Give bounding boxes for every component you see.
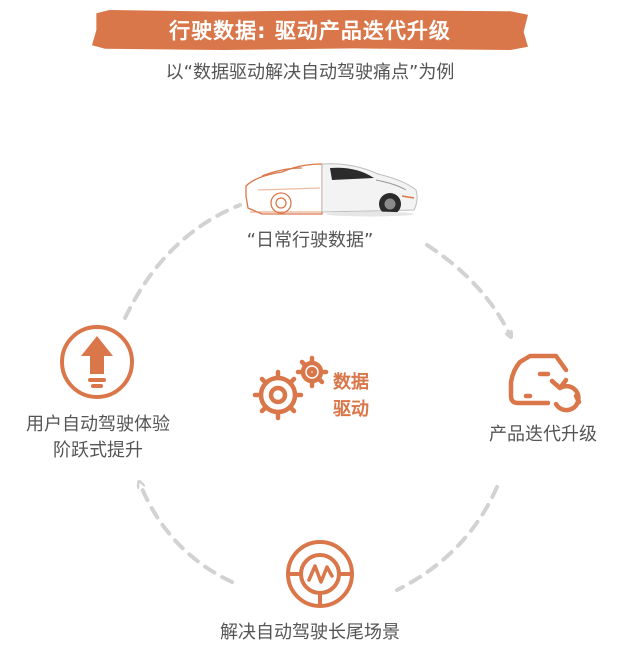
label-user-experience-line1: 用户自动驾驶体验 bbox=[26, 414, 170, 435]
car-sketch-photo-icon bbox=[245, 163, 418, 217]
arrow-top-to-right bbox=[425, 243, 510, 335]
car-refresh-icon bbox=[508, 353, 582, 413]
label-user-experience-line2: 阶跃式提升 bbox=[53, 440, 143, 461]
label-data-driven-line1: 数据 bbox=[333, 372, 369, 393]
label-long-tail-scenarios: 解决自动驾驶长尾场景 bbox=[220, 622, 400, 643]
steering-wheel-data-icon bbox=[286, 540, 354, 608]
arrow-right-to-bottom bbox=[395, 485, 499, 592]
title-banner: 行驶数据: 驱动产品迭代升级 bbox=[92, 10, 528, 50]
arrow-bottom-to-left bbox=[140, 484, 234, 584]
arrow-left-to-top bbox=[123, 203, 242, 320]
label-data-driven-line2: 驱动 bbox=[333, 399, 369, 420]
label-data-driven: 数据 驱动 bbox=[333, 369, 393, 423]
gears-icon bbox=[252, 355, 329, 421]
upgrade-arrow-icon bbox=[60, 325, 134, 399]
page-subtitle: 以“数据驱动解决自动驾驶痛点”为例 bbox=[165, 62, 455, 83]
page-title: 行驶数据: 驱动产品迭代升级 bbox=[169, 19, 451, 43]
label-product-iteration: 产品迭代升级 bbox=[489, 424, 597, 445]
label-user-experience: 用户自动驾驶体验 阶跃式提升 bbox=[2, 412, 194, 464]
label-daily-driving-data: “日常行驶数据” bbox=[246, 230, 374, 251]
